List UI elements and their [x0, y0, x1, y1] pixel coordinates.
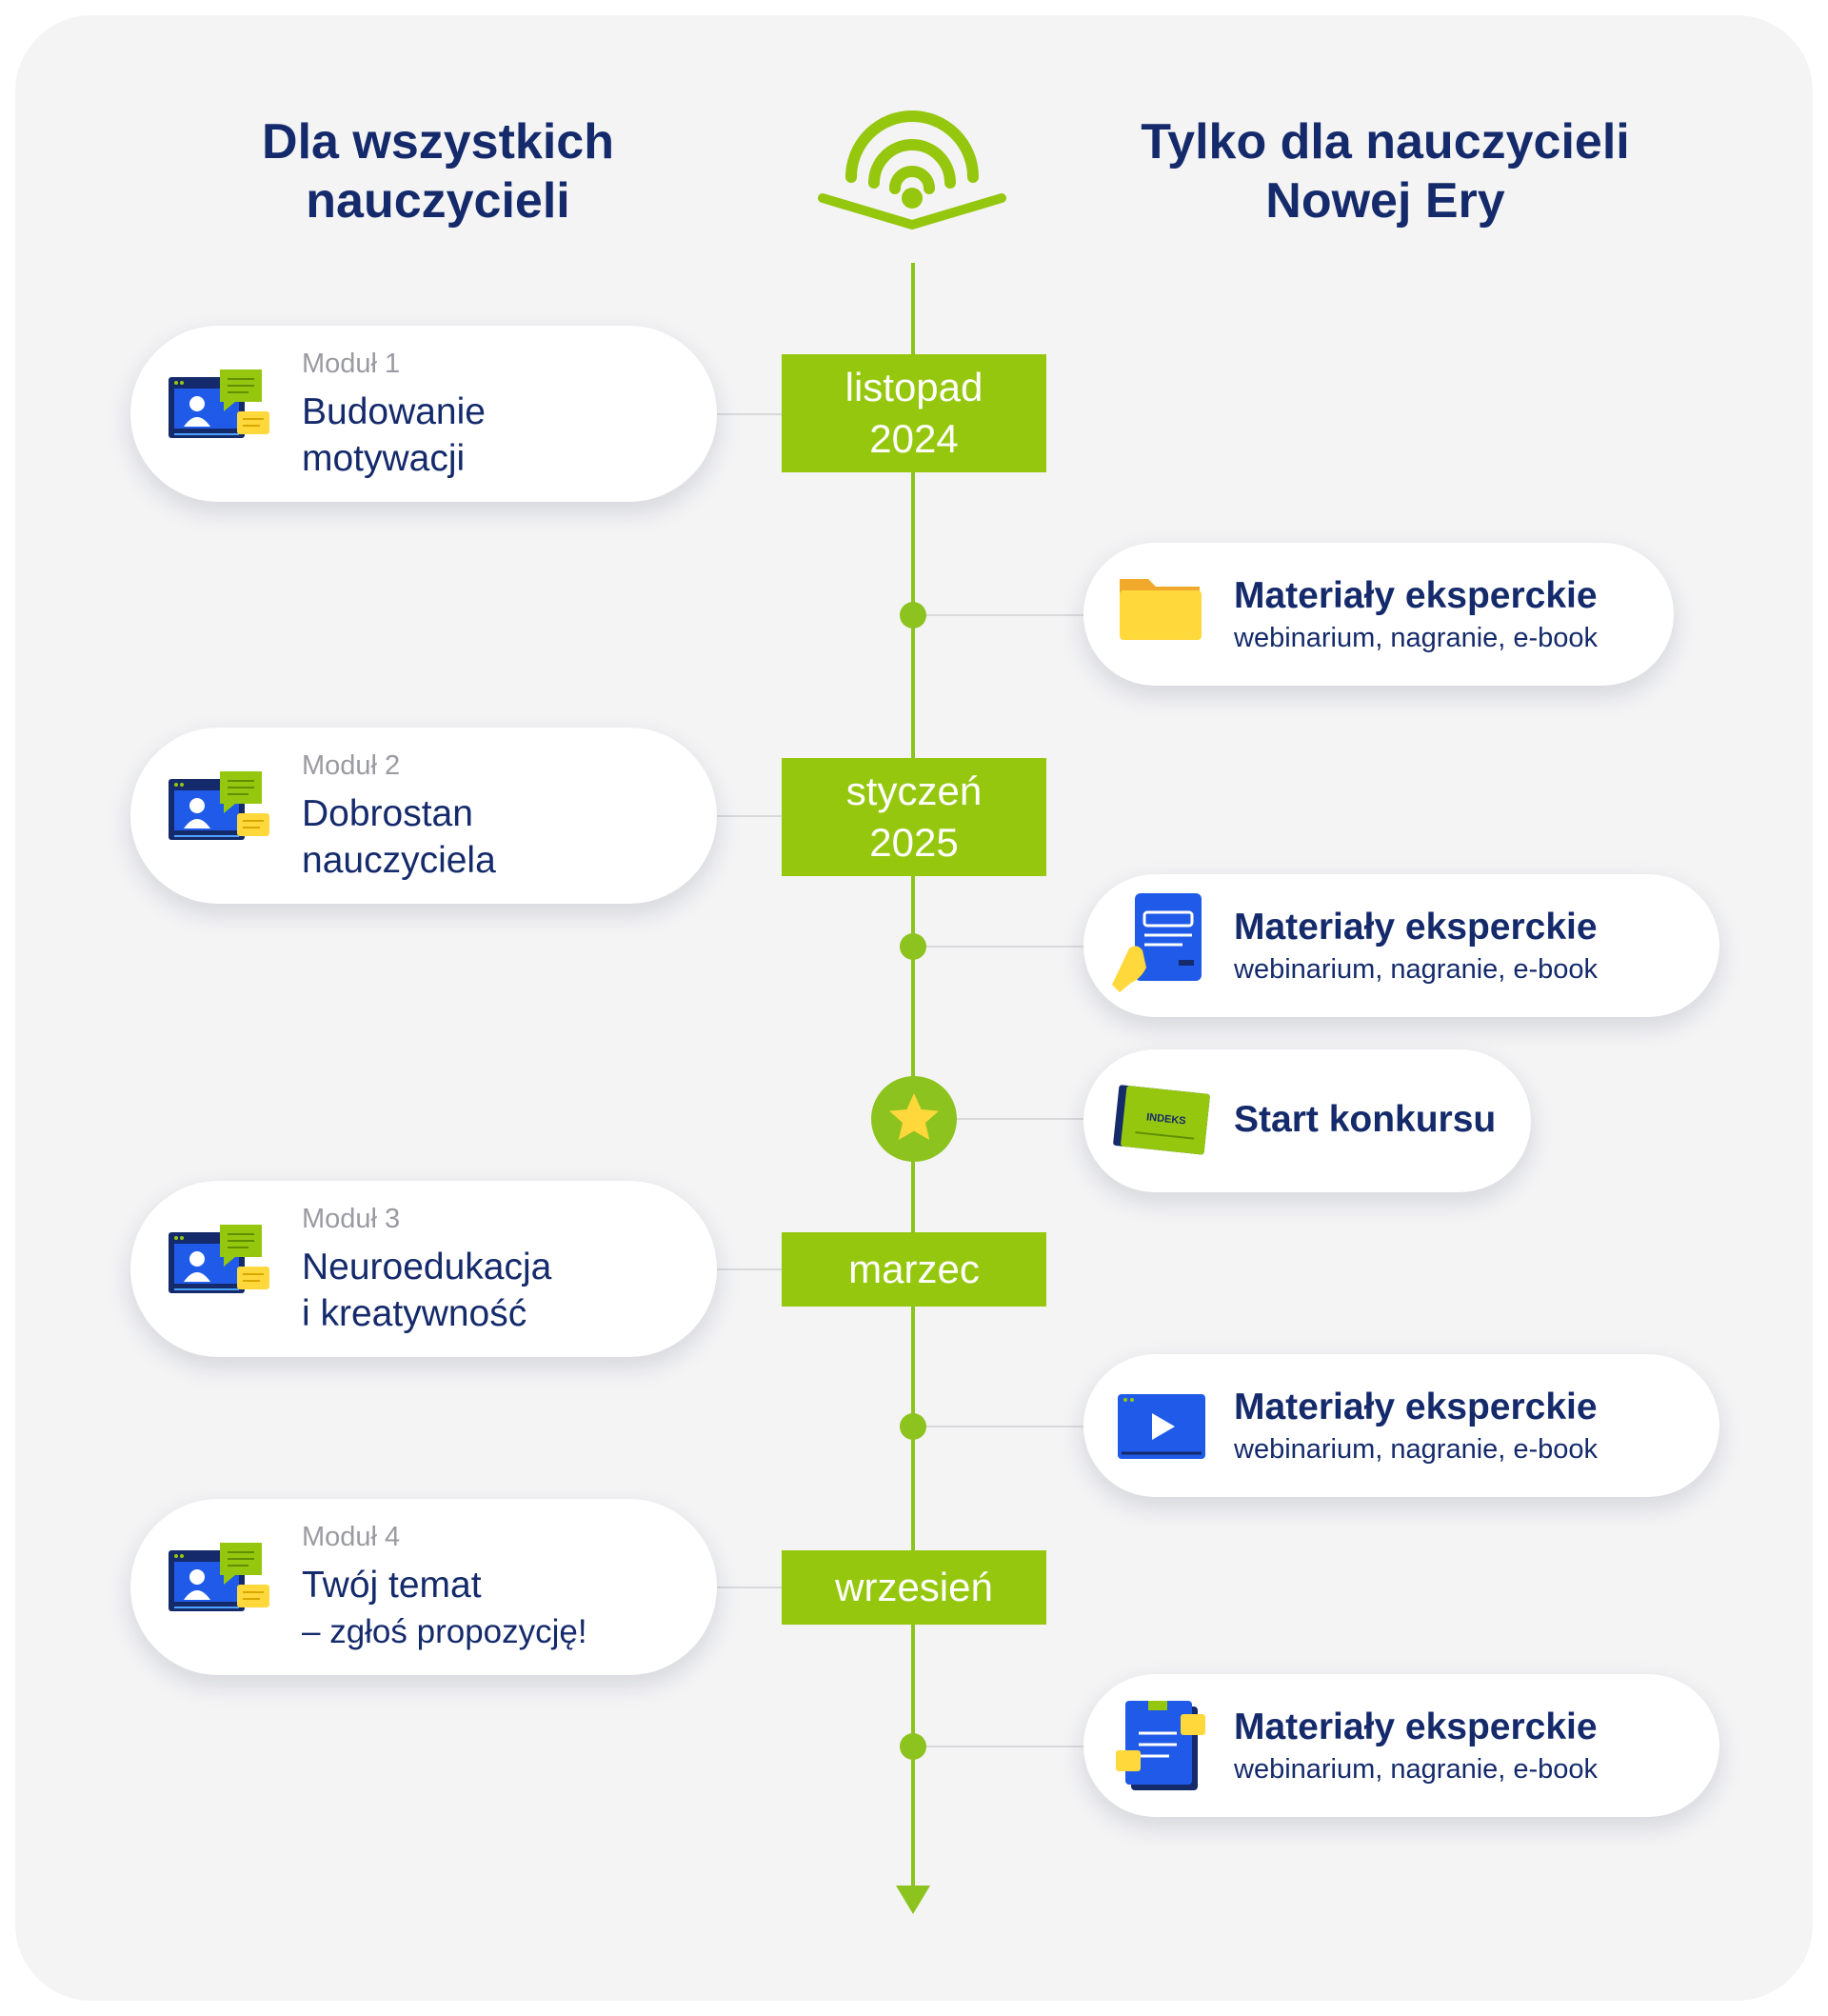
module-title-line2: nauczyciela: [302, 840, 496, 881]
timeline-axis: [911, 263, 915, 1887]
notebook-icon: [1116, 1701, 1205, 1790]
module-title: Dobrostan nauczyciela: [302, 790, 496, 884]
module-label: Moduł 2: [302, 750, 401, 781]
materials-subtitle: webinarium, nagranie, e-book: [1234, 954, 1599, 985]
materials-subtitle: webinarium, nagranie, e-book: [1234, 1434, 1599, 1465]
header-left-line2: nauczycieli: [306, 173, 570, 229]
module-title-line2: i kreatywność: [302, 1293, 527, 1334]
date-month: marzec: [848, 1247, 980, 1291]
module-title-line1: Budowanie: [302, 391, 486, 432]
connector: [717, 413, 784, 415]
date-month: listopad: [844, 365, 984, 409]
connector: [717, 1268, 784, 1270]
module-card-3[interactable]: Moduł 3 Neuroedukacja i kreatywność: [130, 1181, 717, 1357]
module-card-4[interactable]: Moduł 4 Twój temat – zgłoś propozycję!: [130, 1499, 717, 1675]
connector: [915, 614, 1086, 616]
materials-title: Materiały eksperckie: [1234, 907, 1598, 948]
module-card-1[interactable]: Moduł 1 Budowanie motywacji: [130, 326, 717, 502]
broadcast-book-icon: [818, 110, 1006, 230]
module-title: Budowanie motywacji: [302, 389, 486, 482]
folder-icon: [1120, 579, 1202, 640]
video-play-icon: [1118, 1394, 1205, 1459]
module-title-line2: – zgłoś propozycję!: [302, 1613, 587, 1650]
header-left-line1: Dla wszystkich: [262, 114, 614, 170]
header-right-line1: Tylko dla nauczycieli: [1141, 114, 1630, 170]
materials-subtitle: webinarium, nagranie, e-book: [1234, 1754, 1599, 1785]
date-year: 2024: [869, 416, 959, 461]
tablet-icon: [1112, 893, 1202, 992]
connector: [915, 946, 1086, 948]
module-title-line2: motywacji: [302, 438, 466, 479]
webinar-icon: [169, 369, 269, 438]
star-icon: [889, 1093, 939, 1140]
module-title-line1: Neuroedukacja: [302, 1247, 552, 1287]
timeline-dot: [900, 1413, 926, 1440]
materials-card-2[interactable]: Materiały eksperckie webinarium, nagrani…: [1083, 874, 1719, 1017]
module-title: Twój temat – zgłoś propozycję!: [302, 1562, 587, 1655]
materials-card-3[interactable]: Materiały eksperckie webinarium, nagrani…: [1083, 1354, 1719, 1497]
header-right-line2: Nowej Ery: [1265, 173, 1505, 229]
index-card-icon: INDEKS: [1113, 1085, 1210, 1155]
module-title-line1: Dobrostan: [302, 793, 473, 834]
webinar-icon: [169, 1225, 269, 1293]
contest-title: Start konkursu: [1234, 1099, 1497, 1140]
connector: [717, 1587, 784, 1588]
header-all-teachers: Dla wszystkich nauczycieli: [190, 112, 686, 230]
timeline-dot: [900, 933, 926, 960]
materials-subtitle: webinarium, nagranie, e-book: [1234, 623, 1599, 653]
materials-title: Materiały eksperckie: [1234, 575, 1598, 616]
date-month: styczeń: [845, 768, 983, 813]
timeline-arrow-icon: [896, 1886, 930, 1914]
module-label: Moduł 1: [302, 349, 401, 379]
date-month: wrzesień: [835, 1565, 993, 1609]
materials-card-1[interactable]: Materiały eksperckie webinarium, nagrani…: [1083, 543, 1674, 686]
date-box-jan-2025: styczeń 2025: [782, 758, 1046, 876]
materials-title: Materiały eksperckie: [1234, 1387, 1598, 1427]
module-title: Neuroedukacja i kreatywność: [302, 1244, 551, 1337]
materials-card-4[interactable]: Materiały eksperckie webinarium, nagrani…: [1083, 1674, 1719, 1817]
date-box-september: wrzesień: [782, 1550, 1046, 1625]
connector: [915, 1746, 1086, 1747]
header-nowa-era-teachers: Tylko dla nauczycieli Nowej Ery: [1119, 112, 1652, 230]
contest-card[interactable]: INDEKS Start konkursu: [1083, 1049, 1531, 1192]
webinar-icon: [169, 771, 269, 840]
date-box-march: marzec: [782, 1232, 1046, 1307]
date-year: 2025: [869, 820, 959, 865]
connector: [957, 1118, 1086, 1120]
webinar-icon: [169, 1543, 269, 1611]
timeline-dot: [900, 1733, 926, 1760]
materials-title: Materiały eksperckie: [1234, 1707, 1598, 1747]
module-card-2[interactable]: Moduł 2 Dobrostan nauczyciela: [130, 728, 717, 904]
module-label: Moduł 4: [302, 1522, 401, 1552]
timeline-dot: [900, 602, 926, 629]
module-label: Moduł 3: [302, 1204, 401, 1234]
module-title-line1: Twój temat: [302, 1565, 482, 1606]
date-box-nov-2024: listopad 2024: [782, 354, 1046, 472]
index-card-text: INDEKS: [1146, 1111, 1187, 1127]
connector: [717, 815, 784, 817]
contest-marker: [871, 1076, 957, 1162]
connector: [915, 1426, 1086, 1427]
